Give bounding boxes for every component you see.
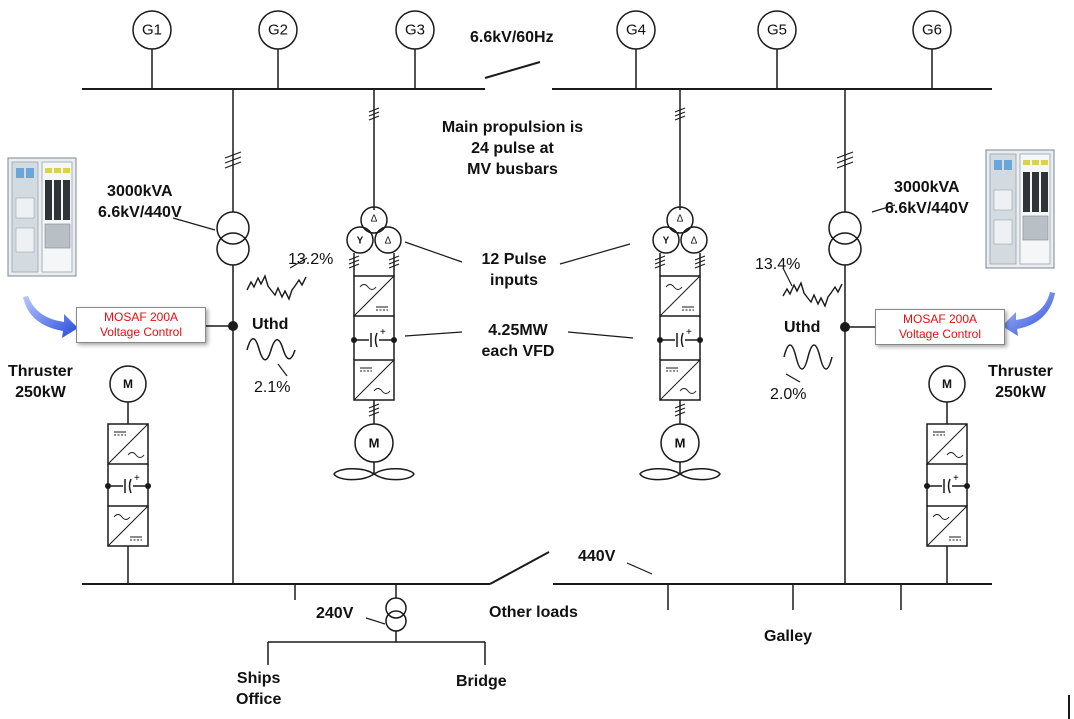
lv-bus-label: 440V xyxy=(578,548,616,565)
mosaf-callout-right-function: Voltage Control xyxy=(898,327,982,341)
thruster-drive-right: M xyxy=(923,365,971,584)
mosaf-cabinet-image-left xyxy=(7,157,77,277)
thruster-inverter-icon xyxy=(926,423,968,465)
other-loads-label: Other loads xyxy=(489,604,578,621)
generators: G1 G2 G3 G4 G5 G6 xyxy=(132,10,952,89)
delta-symbol: Δ xyxy=(691,236,698,247)
mosaf-callout-left: MOSAF 200A Voltage Control xyxy=(76,307,206,343)
transformer-delta-secondary-icon xyxy=(680,226,708,254)
motor-symbol: M xyxy=(123,377,133,391)
motor-symbol: M xyxy=(369,436,380,451)
mosaf-callout-left-model: MOSAF 200A xyxy=(103,310,179,324)
inverter-icon xyxy=(353,359,395,401)
thruster-rectifier-icon xyxy=(107,505,149,547)
generator-g3-label: G3 xyxy=(405,22,425,39)
transformer-delta-secondary-icon xyxy=(374,226,402,254)
rectifier-icon xyxy=(659,275,701,317)
thruster-label-left: Thruster 250kW xyxy=(8,363,73,401)
generator-g1-icon xyxy=(132,10,172,50)
blue-arrow-right xyxy=(1002,292,1055,336)
lv-busbar xyxy=(82,551,992,610)
thd-before-left: 13.2% xyxy=(288,251,334,268)
waveform-distorted-left xyxy=(246,274,307,301)
dc-link-capacitor-icon xyxy=(350,326,398,348)
transformer-wye-secondary-icon xyxy=(652,226,680,254)
vfd-rating-label: 4.25MW each VFD xyxy=(481,322,555,360)
mv-bus-label: 6.6kV/60Hz xyxy=(470,29,554,46)
delta-symbol: Δ xyxy=(677,214,684,225)
thd-after-right: 2.0% xyxy=(770,386,807,403)
small-transformer-240v xyxy=(267,584,486,665)
generator-g6-label: G6 xyxy=(922,22,942,39)
transformer-rating-left: 3000kVA 6.6kV/440V xyxy=(98,183,182,221)
wye-symbol: Y xyxy=(357,236,364,247)
mosaf-cabinet-image-right xyxy=(985,149,1055,269)
inverter-icon xyxy=(659,359,701,401)
small-transformer-label: 240V xyxy=(316,605,354,622)
generator-g1-label: G1 xyxy=(142,22,162,39)
uthd-label-right: Uthd xyxy=(784,319,821,336)
blue-arrow-left xyxy=(23,296,78,338)
waveform-clean-left xyxy=(246,338,296,361)
waveform-distorted-right xyxy=(782,281,843,308)
pulse-inputs-label: 12 Pulse inputs xyxy=(481,251,547,289)
propeller-blade-icon xyxy=(372,468,415,481)
propeller-blade-icon xyxy=(678,468,721,481)
wye-symbol: Y xyxy=(663,236,670,247)
galley-label: Galley xyxy=(764,628,813,645)
generator-g6-icon xyxy=(912,10,952,50)
thruster-inverter-icon xyxy=(107,423,149,465)
propeller-blade-icon xyxy=(333,468,376,481)
mv-busbar xyxy=(82,61,992,90)
generator-g3-icon xyxy=(395,10,435,50)
generator-g2-label: G2 xyxy=(268,22,288,39)
thruster-dc-link-icon xyxy=(104,472,152,494)
main-propulsion-note: Main propulsion is 24 pulse at MV busbar… xyxy=(441,119,584,178)
motor-symbol: M xyxy=(675,436,686,451)
uthd-label-left: Uthd xyxy=(252,316,289,333)
transformer-delta-primary-icon xyxy=(360,206,388,234)
mosaf-callout-right-model: MOSAF 200A xyxy=(902,312,978,326)
delta-symbol: Δ xyxy=(371,214,378,225)
bridge-label: Bridge xyxy=(456,673,507,690)
thruster-rectifier-icon xyxy=(926,505,968,547)
transformer-rating-right: 3000kVA 6.6kV/440V xyxy=(885,179,969,217)
generator-g5-icon xyxy=(757,10,797,50)
thruster-dc-link-icon xyxy=(923,472,971,494)
generator-g5-label: G5 xyxy=(767,22,787,39)
waveform-clean-right xyxy=(783,344,833,370)
rectifier-icon xyxy=(353,275,395,317)
thruster-label-right: Thruster 250kW xyxy=(988,363,1053,401)
left-transformer-feeder xyxy=(172,89,250,584)
annotation-leaders xyxy=(277,241,801,575)
right-transformer-feeder xyxy=(828,89,896,584)
motor-symbol: M xyxy=(942,377,952,391)
generator-g4-icon xyxy=(616,10,656,50)
thruster-drive-left: M xyxy=(104,365,152,584)
generator-g4-label: G4 xyxy=(626,22,646,39)
delta-symbol: Δ xyxy=(385,236,392,247)
propeller-blade-icon xyxy=(639,468,682,481)
thd-after-left: 2.1% xyxy=(254,379,291,396)
generator-g2-icon xyxy=(258,10,298,50)
transformer-wye-secondary-icon xyxy=(346,226,374,254)
ships-office-label: Ships Office xyxy=(236,670,282,708)
thd-before-right: 13.4% xyxy=(755,256,801,273)
mosaf-callout-left-function: Voltage Control xyxy=(99,325,183,339)
dc-link-capacitor-icon xyxy=(656,326,704,348)
transformer-delta-primary-icon xyxy=(666,206,694,234)
mosaf-callout-right: MOSAF 200A Voltage Control xyxy=(875,309,1005,345)
